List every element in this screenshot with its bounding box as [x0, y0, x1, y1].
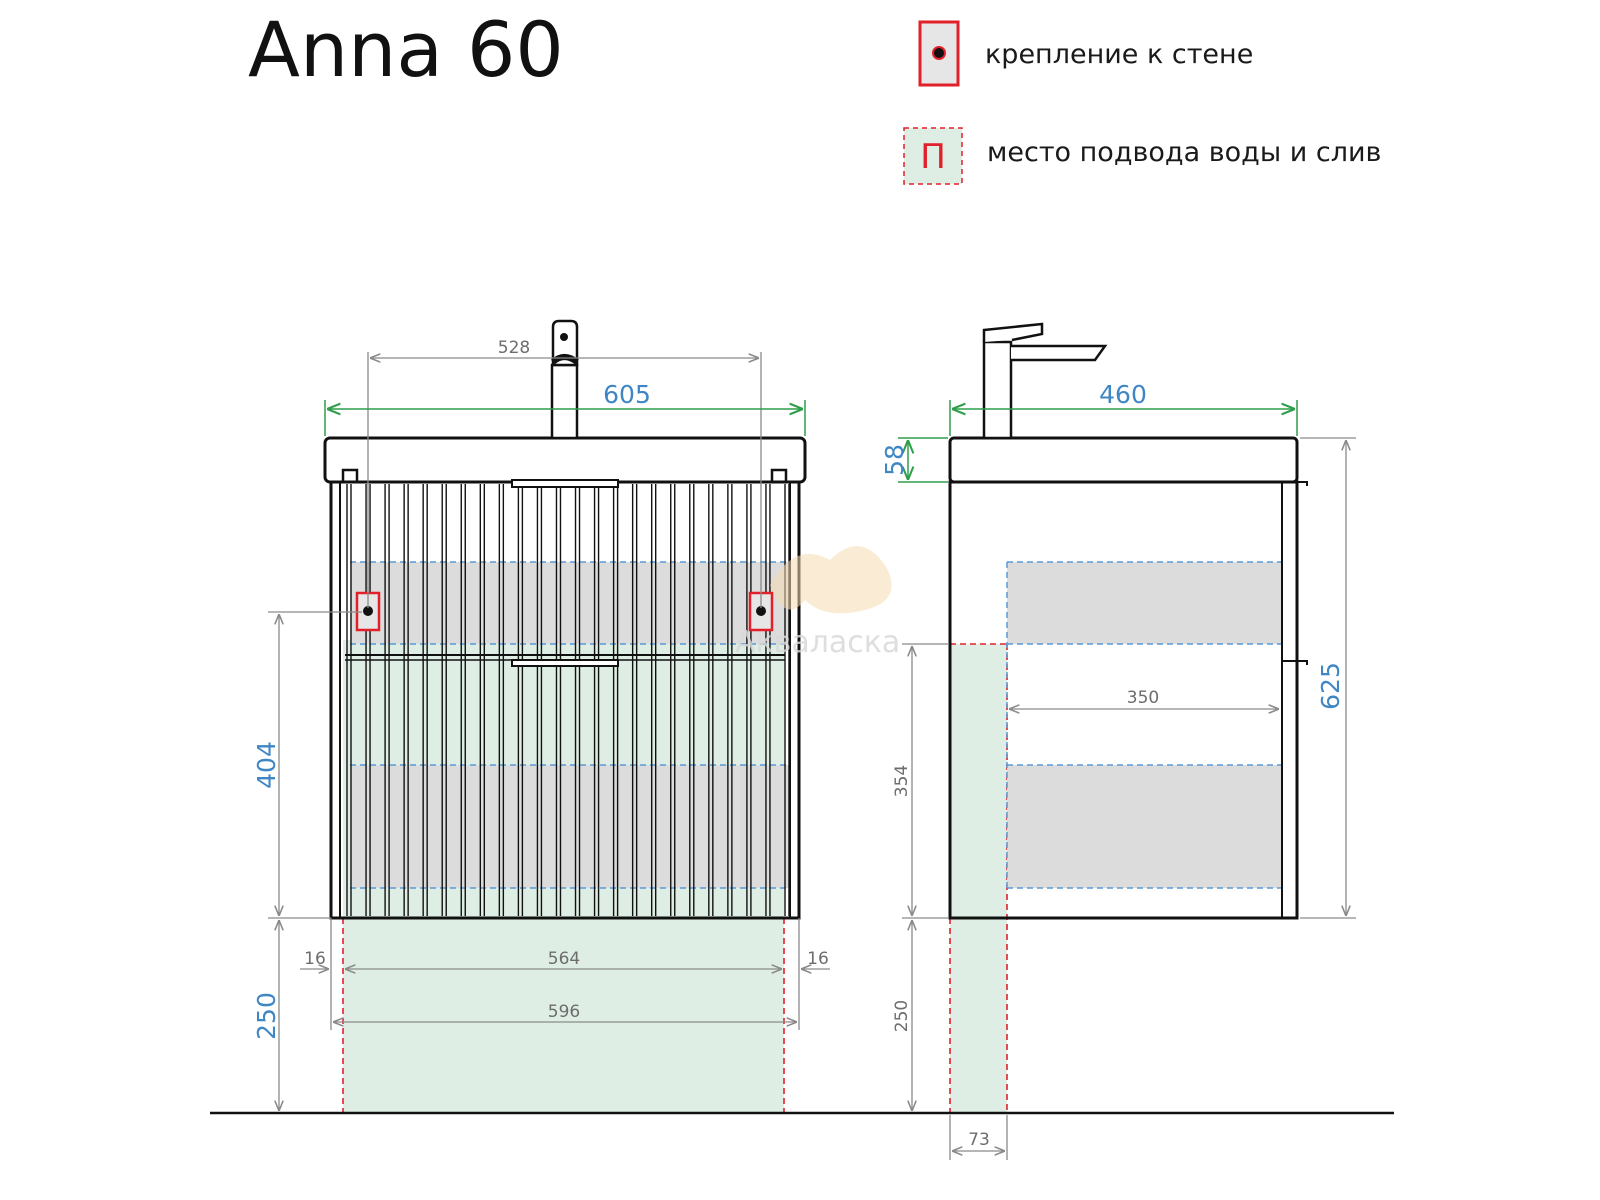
side-faucet	[982, 322, 1108, 440]
side-countertop	[948, 436, 1299, 484]
side-view: 460 58 625 350 354 250	[880, 322, 1356, 1160]
upper-drawer-handle	[511, 479, 619, 488]
front-view: 528 605 404 250 16 564 16	[252, 319, 830, 1113]
dim-460: 460	[1099, 380, 1147, 409]
water-drain-symbol: П	[920, 137, 946, 177]
legend-wall-mount: крепление к стене	[918, 20, 1253, 87]
dim-16-left: 16	[304, 949, 326, 969]
dim-605: 605	[603, 380, 651, 409]
legend-wall-mount-label: крепление к стене	[985, 39, 1253, 70]
dim-528: 528	[498, 338, 530, 358]
front-shelf-lower	[350, 765, 790, 888]
legend-water-drain-label: место подвода воды и слив	[987, 137, 1381, 168]
side-cabinet	[948, 480, 1299, 920]
dim-354: 354	[892, 765, 912, 797]
dim-596: 596	[548, 1002, 580, 1022]
dim-564: 564	[548, 949, 580, 969]
side-shelf-lower	[1007, 765, 1281, 888]
lower-drawer-handle	[511, 659, 619, 667]
dim-250-side: 250	[892, 1000, 912, 1032]
front-countertop	[323, 436, 807, 484]
dim-625: 625	[1316, 662, 1345, 710]
front-wall-mount-right	[748, 591, 774, 632]
dim-58: 58	[880, 444, 909, 476]
front-shelf-upper	[350, 562, 790, 644]
side-shelf-upper	[1007, 562, 1281, 644]
dim-16-right: 16	[807, 949, 829, 969]
front-faucet	[550, 319, 579, 440]
watermark-logo-icon	[770, 546, 892, 614]
legend-water-drain: П место подвода воды и слив	[903, 127, 1381, 185]
wall-mount-icon	[918, 20, 960, 87]
dim-350: 350	[1127, 688, 1159, 708]
watermark: Акваласка	[735, 546, 900, 660]
dim-73: 73	[968, 1130, 990, 1150]
watermark-text: Акваласка	[735, 625, 900, 660]
dim-404: 404	[252, 741, 281, 789]
page-title: Anna 60	[248, 5, 564, 94]
dim-250-front: 250	[252, 992, 281, 1040]
side-water-zone	[950, 644, 1007, 1113]
fluted-facade	[346, 484, 790, 916]
water-drain-icon	[903, 127, 963, 185]
